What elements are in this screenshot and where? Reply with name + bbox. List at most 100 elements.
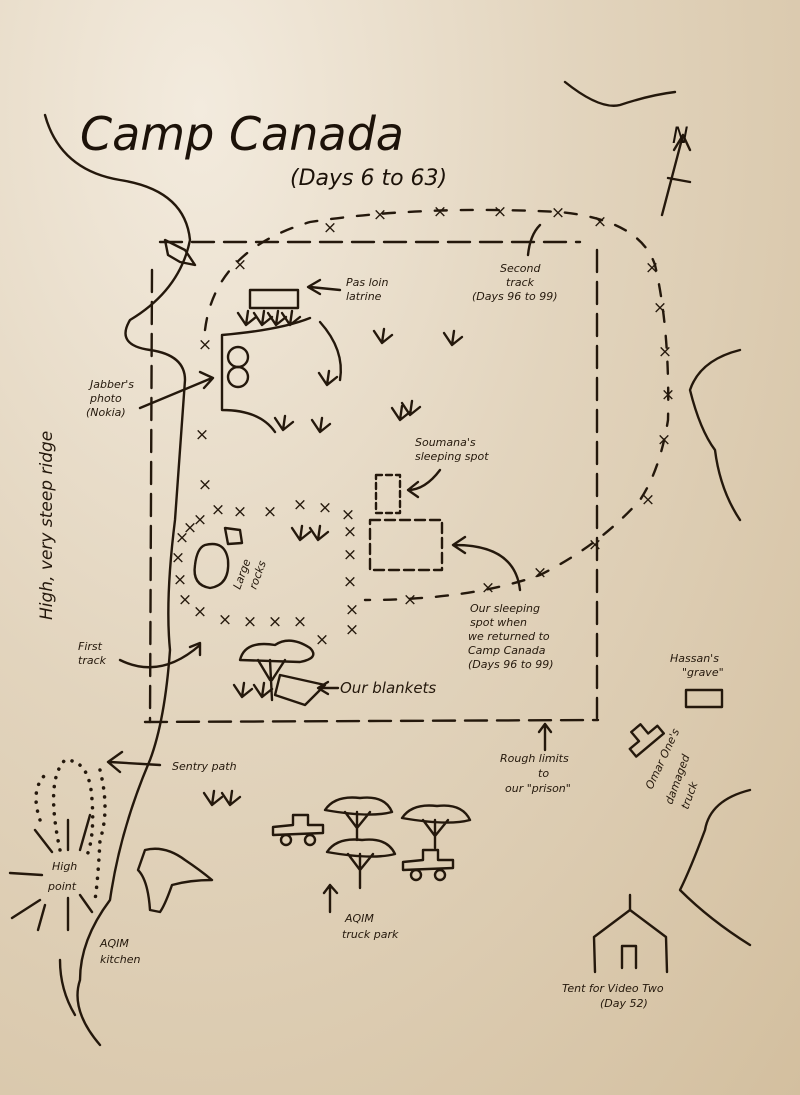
x-mark: × (593, 212, 607, 232)
grass-tuft-icon (310, 416, 332, 434)
blankets-label: Our blankets (340, 679, 436, 697)
second-track-label: track (506, 276, 535, 289)
grass-tuft-icon (372, 327, 394, 345)
x-mark: × (218, 610, 232, 630)
tent-icon (592, 893, 669, 974)
x-mark: × (233, 502, 247, 522)
latrine-label: Pas loin (346, 276, 388, 289)
sleeping-label: Camp Canada (468, 644, 546, 657)
x-mark: × (198, 335, 212, 355)
x-mark: × (373, 205, 387, 225)
grass-tuft-icon (400, 399, 422, 417)
truck-icon (401, 848, 455, 882)
x-mark: × (641, 490, 655, 510)
truck-icon (271, 813, 325, 847)
north-arrow-icon: N (660, 124, 692, 217)
vegetation (202, 309, 464, 807)
damaged-truck-icon (628, 723, 665, 758)
soumana-label: Soumana's (415, 436, 476, 449)
sentry-arrow (106, 750, 162, 774)
truck-park-label: AQIM (344, 912, 374, 925)
x-mark: × (268, 612, 282, 632)
kitchen-label: kitchen (100, 953, 141, 966)
x-mark: × (233, 255, 247, 275)
soumana-arrow (406, 468, 442, 499)
map-title: Camp Canada (80, 107, 404, 161)
first-track-arrow (118, 641, 202, 669)
x-mark: × (171, 548, 185, 568)
x-mark: × (343, 522, 357, 542)
terrain-line (678, 788, 752, 947)
x-mark: × (183, 518, 197, 538)
grass-tuft-icon (390, 404, 412, 422)
x-mark: × (193, 602, 207, 622)
truck-park-arrow (322, 883, 339, 914)
enclosure (220, 316, 312, 434)
terrain-line (688, 348, 742, 522)
truck-park-label: truck park (342, 928, 399, 941)
grass-tuft-icon (442, 329, 464, 347)
second-track: ×××××××××××××××××××× (195, 202, 675, 610)
first-track-label: First (78, 640, 103, 653)
x-mark: × (263, 502, 277, 522)
grass-tuft-icon (252, 681, 274, 699)
x-mark: × (493, 202, 507, 222)
blankets-arrow (316, 680, 340, 696)
x-mark: × (481, 578, 495, 598)
first-track: ××××××××××××××××××××××× (171, 495, 359, 650)
high-point-label: High (52, 860, 77, 873)
x-mark: × (343, 545, 357, 565)
rock (163, 238, 197, 267)
north-label: N (672, 124, 688, 149)
grass-tuft-icon (202, 789, 224, 807)
x-mark: × (323, 218, 337, 238)
x-mark: × (403, 590, 417, 610)
x-mark: × (293, 495, 307, 515)
grass-tuft-icon (220, 789, 242, 807)
jabber-label: (Nokia) (86, 406, 126, 419)
latrine-label: latrine (346, 290, 382, 303)
wadi-line (43, 113, 192, 1047)
latrine-icon (248, 288, 300, 310)
x-mark: × (433, 202, 447, 222)
x-mark: × (341, 505, 355, 525)
second-track-arrow (526, 223, 542, 257)
our-sleeping-spot (368, 518, 444, 572)
rock-outcrop (136, 847, 214, 914)
second-track-label: (Days 96 to 99) (472, 290, 558, 303)
x-mark: × (315, 630, 329, 650)
sleeping-label: Our sleeping (470, 602, 540, 615)
grave-icon (684, 688, 724, 709)
circle-mark (226, 365, 250, 389)
limits-label: to (538, 767, 549, 780)
enclosure (318, 320, 342, 382)
circle-mark (226, 345, 250, 369)
grass-tuft-icon (308, 524, 330, 542)
limits-arrow (537, 722, 553, 752)
grass-tuft-icon (236, 309, 258, 327)
prison-perimeter (143, 240, 600, 724)
kitchen-label: AQIM (99, 937, 129, 950)
x-mark: × (175, 528, 189, 548)
grass-tuft-icon (273, 414, 295, 432)
wadi-branch (58, 958, 77, 1017)
large-rock (193, 542, 230, 590)
x-mark: × (345, 620, 359, 640)
jabber-arrow (138, 370, 215, 410)
latrine-arrow (306, 278, 342, 296)
first-track-label: track (78, 654, 107, 667)
x-mark: × (343, 572, 357, 592)
x-mark: × (173, 570, 187, 590)
x-mark: × (178, 590, 192, 610)
x-mark: × (318, 498, 332, 518)
x-mark: × (658, 342, 672, 362)
tree-icon (400, 804, 472, 850)
tent-label: (Day 52) (600, 997, 648, 1010)
tree-icon (238, 639, 315, 702)
grave-label: "grave" (682, 666, 724, 679)
x-mark: × (645, 258, 659, 278)
sleeping-label: spot when (470, 616, 527, 629)
x-mark: × (661, 385, 675, 405)
jabber-label: Jabber's (88, 378, 134, 391)
grave-label: Hassan's (670, 652, 719, 665)
